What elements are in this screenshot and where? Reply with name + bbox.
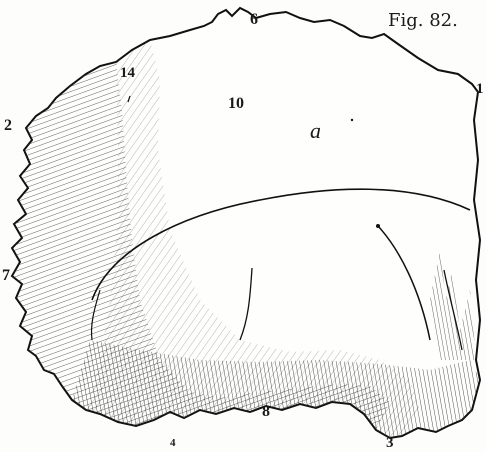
label-top: 6	[250, 12, 258, 28]
label-bottom-left: 4	[170, 438, 176, 449]
dot-mark	[376, 224, 380, 228]
label-bottom: 8	[262, 404, 270, 420]
dot-mark	[351, 119, 353, 121]
label-left-lower: 7	[2, 268, 10, 284]
label-bottom-right: 3	[386, 436, 394, 451]
label-italic: a	[310, 120, 321, 142]
label-center: 10	[228, 96, 244, 112]
label-left-upper: 2	[4, 118, 12, 134]
figure-caption: Fig. 82.	[388, 10, 458, 31]
label-corner: 14	[120, 66, 135, 81]
label-right-edge: 1	[476, 82, 484, 97]
